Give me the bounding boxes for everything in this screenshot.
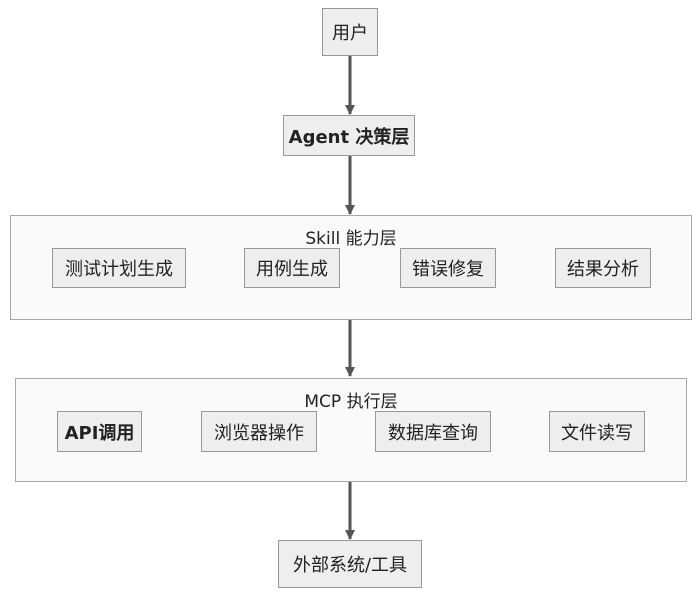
skill-item-test-plan: 测试计划生成 bbox=[52, 248, 186, 288]
mcp-item-label: 数据库查询 bbox=[388, 422, 478, 444]
user-node-label: 用户 bbox=[332, 23, 368, 44]
mcp-item-browser-ops: 浏览器操作 bbox=[201, 411, 317, 452]
external-systems-node: 外部系统/工具 bbox=[278, 540, 422, 588]
skill-item-error-fix: 错误修复 bbox=[400, 248, 496, 288]
mcp-item-label: API调用 bbox=[64, 422, 135, 444]
mcp-item-api-call: API调用 bbox=[57, 411, 142, 452]
agent-node: Agent 决策层 bbox=[283, 115, 415, 156]
mcp-item-file-io: 文件读写 bbox=[549, 411, 645, 452]
mcp-item-label: 浏览器操作 bbox=[214, 422, 304, 444]
skill-item-case-generation: 用例生成 bbox=[244, 248, 340, 288]
skill-item-label: 错误修复 bbox=[412, 259, 484, 280]
skill-item-label: 测试计划生成 bbox=[65, 259, 173, 280]
user-node: 用户 bbox=[322, 8, 378, 56]
mcp-item-db-query: 数据库查询 bbox=[375, 411, 491, 452]
external-systems-label: 外部系统/工具 bbox=[292, 555, 408, 576]
agent-node-label: Agent 决策层 bbox=[288, 126, 410, 148]
skill-item-label: 用例生成 bbox=[256, 259, 328, 280]
skill-item-result-analysis: 结果分析 bbox=[555, 248, 651, 288]
mcp-item-label: 文件读写 bbox=[561, 422, 633, 444]
mcp-layer-title: MCP 执行层 bbox=[304, 392, 398, 412]
skill-item-label: 结果分析 bbox=[567, 259, 639, 280]
skill-layer-title: Skill 能力层 bbox=[305, 229, 397, 249]
